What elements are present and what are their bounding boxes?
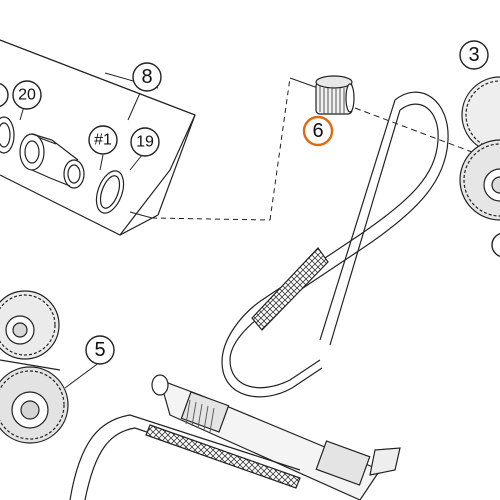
callout-19[interactable]: 19 xyxy=(130,127,160,157)
callout-5-label: 5 xyxy=(94,339,105,361)
balancer-shaft-part xyxy=(151,374,401,500)
callout-20[interactable]: 20 xyxy=(12,80,42,110)
cam-gear-part xyxy=(459,76,500,221)
washer-part xyxy=(0,116,15,154)
callout-19-label: 19 xyxy=(136,134,154,151)
o-ring-part xyxy=(95,170,125,214)
callout-1-label: #1 xyxy=(94,132,112,149)
small-sprocket-part xyxy=(315,75,355,115)
callout-3[interactable]: 3 xyxy=(459,40,489,70)
callout-partial-right xyxy=(491,232,500,258)
callout-6-label: 6 xyxy=(312,120,323,142)
lower-chain xyxy=(69,414,301,500)
callout-6[interactable]: 6 xyxy=(302,115,334,147)
intermediate-gear-part xyxy=(0,290,69,444)
callout-8[interactable]: 8 xyxy=(132,62,162,92)
callout-partial-left xyxy=(0,82,9,108)
callout-8-label: 8 xyxy=(141,66,152,88)
bushing-part xyxy=(19,133,85,189)
callout-1[interactable]: #1 xyxy=(88,125,118,155)
timing-chain xyxy=(221,91,449,398)
callout-5[interactable]: 5 xyxy=(85,335,115,365)
callout-3-label: 3 xyxy=(468,44,479,66)
callout-20-label: 20 xyxy=(18,87,36,104)
